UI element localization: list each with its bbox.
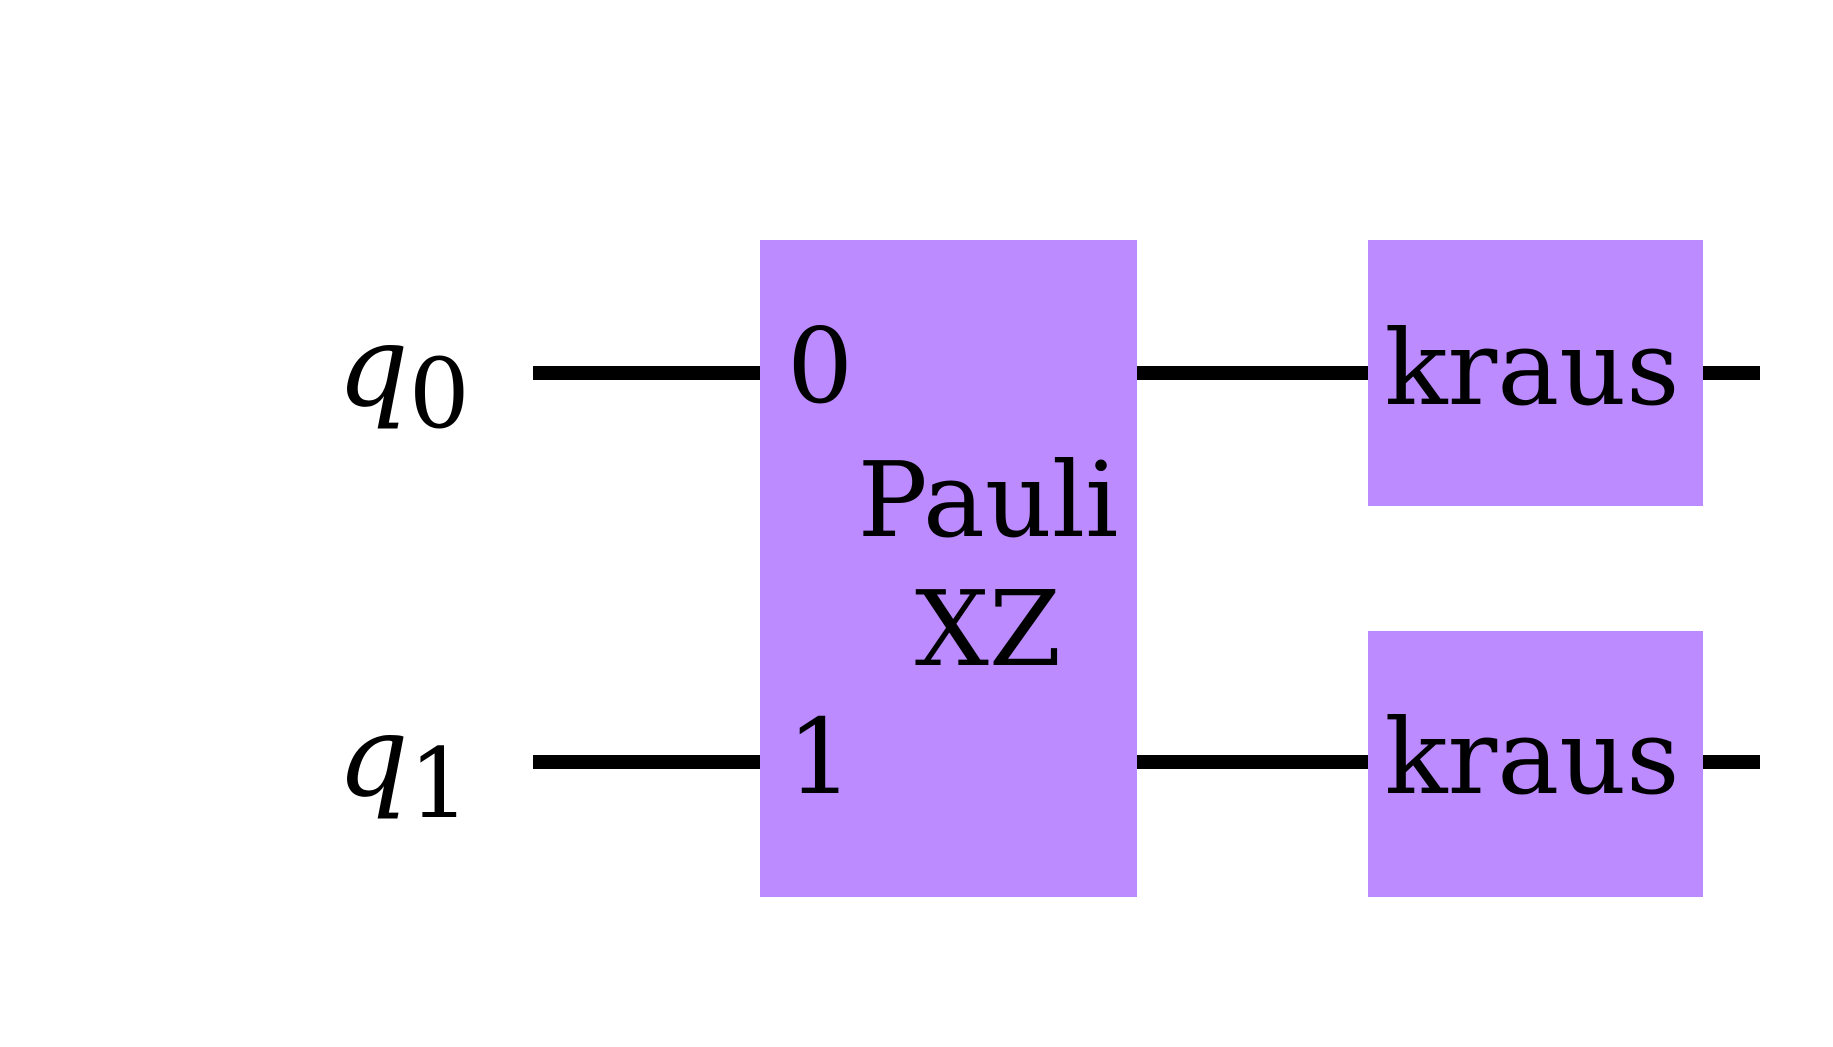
pauli-xz-gate-box [760,240,1137,897]
kraus-gate-q1-box [1368,631,1703,897]
qubit-label-q0: q0 [337,302,470,450]
qubit-label-q1: q1 [337,692,470,840]
qubit-label-q1-index: 1 [409,728,470,840]
kraus-gate-q0-label: kraus [1384,307,1679,429]
pauli-gate-port-0: 0 [787,305,853,427]
kraus-gate-q0-box [1368,240,1703,506]
pauli-gate-title: Pauli [858,439,1119,561]
kraus-gate-q1-label: kraus [1384,696,1679,818]
kraus-gate-q1: kraus [1368,631,1703,897]
kraus-gate-q0: kraus [1368,240,1703,506]
qubit-label-q1-var: q [337,692,409,822]
qubit-wires [533,366,1760,769]
pauli-gate-port-1: 1 [787,696,853,818]
qubit-label-q0-index: 0 [409,338,470,450]
qubit-label-q0-var: q [337,302,409,432]
pauli-gate-subtitle: XZ [915,568,1061,690]
pauli-xz-gate: 0 1 Pauli XZ [760,240,1137,897]
